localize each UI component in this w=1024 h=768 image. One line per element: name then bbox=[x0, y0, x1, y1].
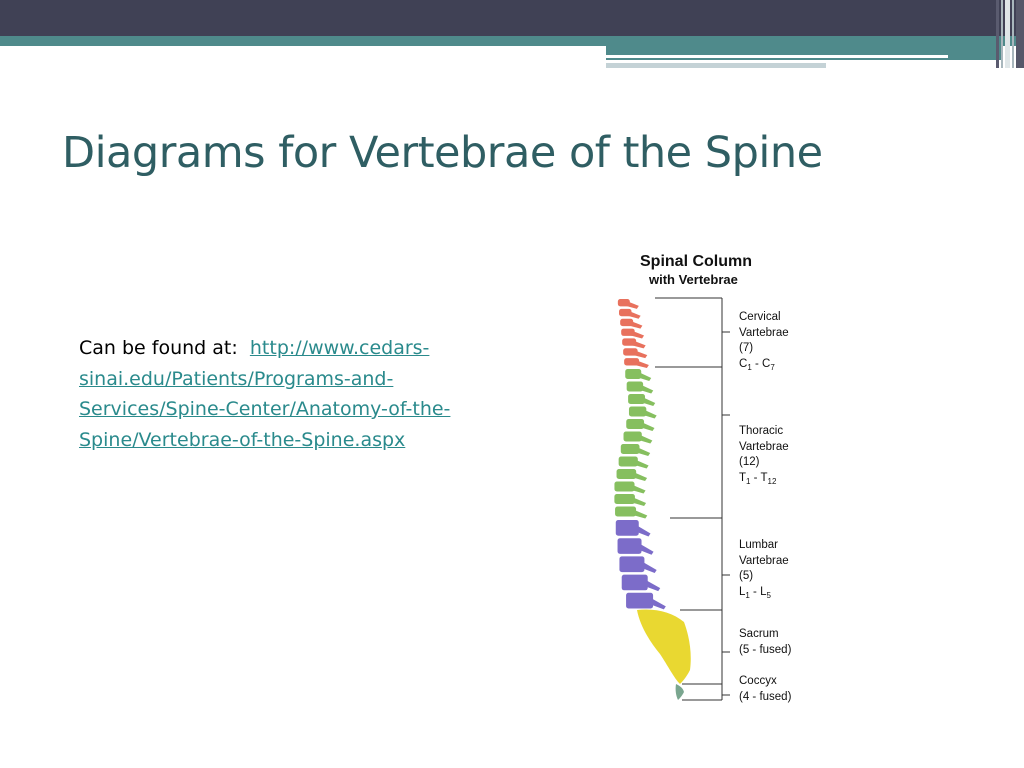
figure-title-line1: Spinal Column bbox=[640, 253, 752, 270]
sacrum-label: Sacrum (5 - fused) bbox=[739, 628, 792, 656]
thoracic-spinous-process bbox=[639, 384, 654, 394]
cervical-spinous-process bbox=[627, 311, 641, 319]
lumbar-vertebra bbox=[615, 520, 639, 536]
spinal-column-figure: Spinal Column with Vertebrae Cervical Va… bbox=[600, 250, 840, 710]
thoracic-vertebra bbox=[615, 506, 637, 517]
source-link-line: http://www.cedars- bbox=[249, 337, 430, 359]
header-bar bbox=[0, 0, 1024, 36]
thoracic-vertebra bbox=[625, 369, 642, 379]
thoracic-spinous-process bbox=[630, 484, 646, 494]
thoracic-spinous-process bbox=[630, 497, 647, 506]
lumbar-vertebra bbox=[626, 592, 654, 609]
cervical-spinous-process bbox=[625, 301, 639, 309]
cervical-spinous-process bbox=[632, 340, 646, 349]
figure-title-line2: with Vertebrae bbox=[649, 272, 738, 287]
slide-title: Diagrams for Vertebrae of the Spine bbox=[62, 128, 823, 178]
cervical-vertebra bbox=[624, 358, 640, 366]
thoracic-vertebra bbox=[628, 406, 647, 417]
lumbar-vertebra bbox=[619, 556, 645, 573]
cervical-spinous-process bbox=[630, 331, 645, 339]
thoracic-vertebra bbox=[628, 394, 646, 404]
lumbar-spinous-process bbox=[634, 525, 651, 537]
thoracic-vertebra bbox=[626, 381, 644, 392]
header-accent-band bbox=[0, 36, 1024, 46]
cervical-label: Cervical Vartebrae (7) C1 - C7 bbox=[739, 311, 789, 372]
lumbar-spinous-process bbox=[643, 579, 661, 592]
body-text: Can be found at: http://www.cedars- sina… bbox=[79, 333, 549, 455]
source-link-line: sinai.edu/Patients/Programs-and- bbox=[79, 367, 394, 390]
thoracic-vertebra bbox=[616, 469, 637, 479]
thoracic-vertebra bbox=[614, 494, 635, 504]
thoracic-spinous-process bbox=[632, 509, 648, 519]
source-link-line: Services/Spine-Center/Anatomy-of-the- bbox=[79, 398, 451, 420]
thoracic-spinous-process bbox=[640, 422, 655, 431]
spine-illustration bbox=[614, 297, 730, 701]
header-accent-line bbox=[606, 55, 948, 58]
cervical-vertebra bbox=[623, 348, 638, 356]
cervical-spinous-process bbox=[633, 350, 648, 359]
thoracic-spinous-process bbox=[641, 397, 656, 406]
source-prefix: Can be found at: bbox=[79, 337, 238, 359]
cervical-spinous-process bbox=[635, 360, 649, 369]
thoracic-vertebra bbox=[614, 481, 635, 492]
coccyx-shape bbox=[675, 684, 684, 700]
lumbar-label: Lumbar Vartebrae (5) L1 - L5 bbox=[739, 539, 789, 600]
thoracic-vertebra bbox=[623, 431, 642, 442]
lumbar-vertebra bbox=[621, 574, 648, 591]
thoracic-spinous-process bbox=[633, 459, 649, 469]
coccyx-label: Coccyx (4 - fused) bbox=[739, 675, 792, 703]
thoracic-spinous-process bbox=[637, 372, 652, 381]
figure-title: Spinal Column with Vertebrae bbox=[640, 253, 752, 287]
thoracic-vertebra bbox=[620, 444, 640, 454]
sacrum-shape bbox=[637, 609, 691, 684]
source-link-line: Spine/Vertebrae-of-the-Spine.aspx bbox=[79, 428, 406, 451]
cervical-vertebra bbox=[622, 338, 637, 346]
header-accent-bar bbox=[606, 63, 826, 68]
thoracic-spinous-process bbox=[635, 447, 651, 456]
thoracic-vertebra bbox=[626, 419, 645, 429]
lumbar-vertebra bbox=[617, 538, 642, 554]
thoracic-spinous-process bbox=[642, 409, 657, 419]
cervical-vertebra bbox=[621, 328, 635, 336]
thoracic-vertebra bbox=[618, 456, 638, 467]
cervical-spinous-process bbox=[629, 321, 643, 329]
lumbar-spinous-process bbox=[649, 598, 666, 610]
thoracic-label: Thoracic Vartebrae (12) T1 - T12 bbox=[739, 425, 789, 486]
lumbar-spinous-process bbox=[640, 561, 657, 573]
source-link[interactable]: http://www.cedars- sinai.edu/Patients/Pr… bbox=[79, 337, 549, 455]
thoracic-spinous-process bbox=[637, 434, 653, 444]
lumbar-spinous-process bbox=[637, 543, 654, 555]
header-stripes bbox=[996, 0, 1024, 68]
thoracic-spinous-process bbox=[632, 472, 648, 481]
